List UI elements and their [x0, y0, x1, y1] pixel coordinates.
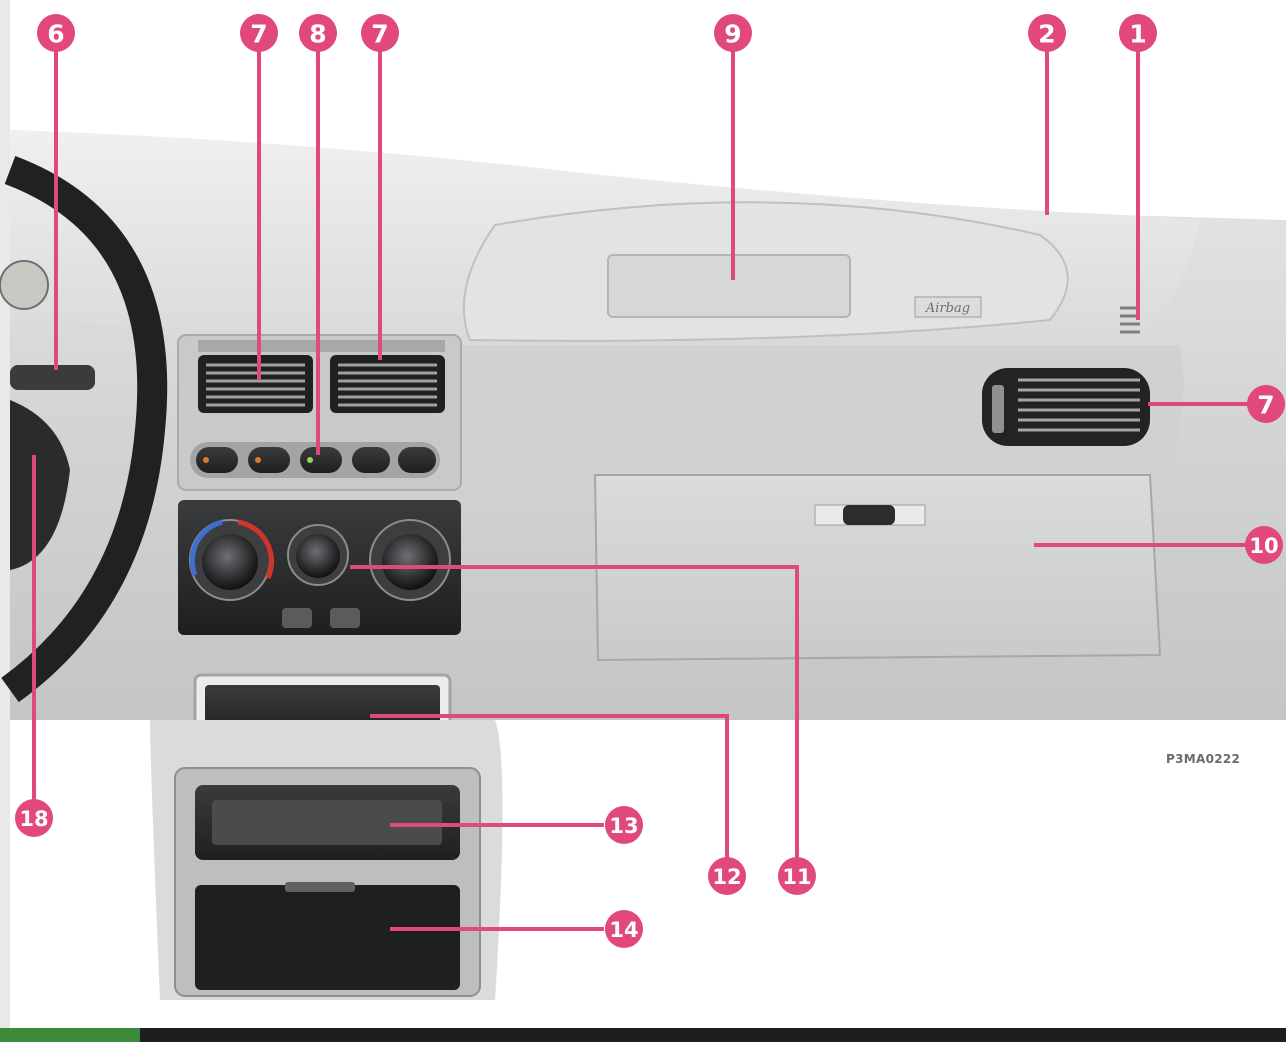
callout-9: 9 — [714, 14, 752, 52]
callout-18: 18 — [15, 799, 53, 837]
callout-11-number: 11 — [782, 865, 811, 889]
callout-2: 2 — [1028, 14, 1066, 52]
callout-7-center-left-number: 7 — [250, 20, 267, 49]
speaker-grille — [1120, 306, 1140, 334]
glovebox-latch — [843, 505, 895, 525]
callout-7-side-number: 7 — [1257, 391, 1274, 420]
callout-14-number: 14 — [609, 918, 638, 942]
callout-7-center-right-number: 7 — [371, 20, 388, 49]
airbag-panel — [607, 254, 851, 318]
callout-12: 12 — [708, 857, 746, 895]
instrument-dial — [0, 260, 49, 310]
callout-14: 14 — [605, 910, 643, 948]
ashtray-handle — [285, 882, 355, 892]
callout-8: 8 — [299, 14, 337, 52]
airbag-emblem — [914, 296, 982, 318]
cold-scale — [189, 519, 223, 576]
callout-1-number: 1 — [1129, 20, 1146, 49]
recirc-button — [282, 608, 312, 628]
callout-8-number: 8 — [309, 20, 326, 49]
callout-1: 1 — [1119, 14, 1157, 52]
callout-18-number: 18 — [19, 807, 48, 831]
ac-button — [330, 608, 360, 628]
callout-9-number: 9 — [724, 20, 741, 49]
bottom-strip — [0, 1028, 1286, 1042]
steering-wheel — [0, 155, 168, 703]
temperature-knob — [202, 534, 258, 590]
ashtray — [195, 885, 460, 990]
callout-13-number: 13 — [609, 814, 638, 838]
callout-6: 6 — [37, 14, 75, 52]
radio-slot — [212, 800, 442, 845]
callout-11: 11 — [778, 857, 816, 895]
callout-10: 10 — [1245, 526, 1283, 564]
fan-knob — [296, 534, 340, 578]
bottom-strip-green — [0, 1028, 140, 1042]
stalk — [10, 365, 95, 390]
figure-reference-code: P3MA0222 — [1166, 752, 1241, 766]
callout-2-number: 2 — [1038, 20, 1055, 49]
hot-scale — [237, 519, 275, 580]
callout-13: 13 — [605, 806, 643, 844]
airbag-emblem-text: Airbag — [925, 301, 970, 316]
glovebox — [593, 474, 1162, 662]
callout-6-number: 6 — [47, 20, 64, 49]
callout-10-number: 10 — [1249, 534, 1278, 558]
defrost-slot — [198, 340, 445, 352]
page-edge — [0, 0, 10, 1042]
switch-row — [190, 442, 440, 478]
leader-lines — [32, 48, 1258, 931]
callout-7-center-right: 7 — [361, 14, 399, 52]
center-vent-left — [198, 355, 313, 413]
callout-7-center-left: 7 — [240, 14, 278, 52]
callout-7-side: 7 — [1247, 385, 1285, 423]
center-vent-right — [330, 355, 445, 413]
distribution-knob — [382, 534, 438, 590]
callout-12-number: 12 — [712, 865, 741, 889]
side-vent-right — [982, 368, 1150, 446]
